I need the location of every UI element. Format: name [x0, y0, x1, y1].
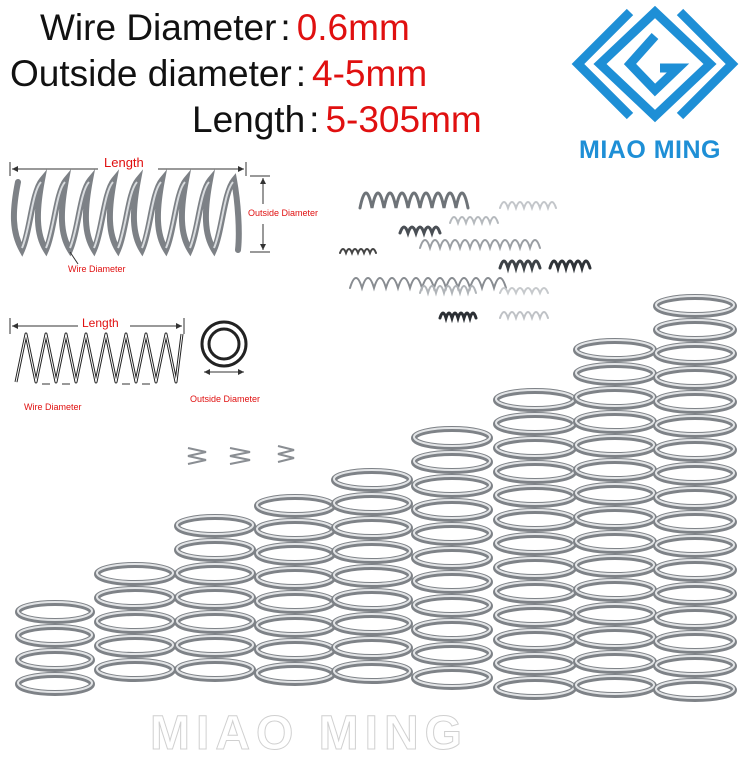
wire-diameter-value: 0.6mm [296, 7, 410, 48]
compression-spring [254, 494, 336, 686]
compression-spring [94, 562, 176, 682]
side-diagram-length-label: Length [82, 316, 119, 330]
brand-watermark: MIAO MING [150, 707, 468, 761]
brand-name: MIAO MING [579, 136, 721, 164]
spec-block: Wire Diameter : 0.6mm Outside diameter :… [0, 6, 560, 146]
colon: : [309, 99, 320, 140]
compression-spring [573, 338, 657, 698]
length-value: 5-305mm [325, 99, 482, 140]
colon: : [295, 53, 307, 94]
compression-spring [493, 388, 577, 700]
spring-dimension-diagram-side: Length Wire Diameter Outside Diameter [6, 312, 296, 422]
diagram-outside-diameter-label: Outside Diameter [248, 208, 319, 218]
spring-lineup-photo [0, 290, 750, 750]
compression-spring [331, 468, 413, 684]
diagram-length-label: Length [104, 155, 144, 170]
wire-diameter-label: Wire Diameter [40, 7, 277, 48]
colon: : [280, 7, 291, 48]
diagram-wire-diameter-label: Wire Diameter [68, 264, 126, 274]
spring-dimension-diagram-top: Length Outside Diameter Wire Diameter [8, 152, 318, 277]
compression-spring [411, 426, 493, 690]
compression-spring [15, 600, 95, 696]
outside-diameter-value: 4-5mm [312, 53, 428, 94]
side-diagram-wire-diameter-label: Wire Diameter [24, 402, 82, 412]
small-springs-photo [184, 440, 304, 470]
compression-spring [174, 514, 256, 682]
outside-diameter-label: Outside diameter [10, 53, 292, 94]
spec-row-wire-diameter: Wire Diameter : 0.6mm [40, 6, 410, 50]
assorted-springs-photo [330, 168, 600, 338]
spec-row-length: Length : 5-305mm [192, 98, 482, 142]
diamond-lattice-logo-icon [560, 6, 750, 176]
side-diagram-outside-diameter-label: Outside Diameter [190, 394, 261, 404]
length-label: Length [192, 99, 306, 140]
spec-row-outside-diameter: Outside diameter : 4-5mm [10, 52, 427, 96]
compression-spring [653, 294, 737, 702]
